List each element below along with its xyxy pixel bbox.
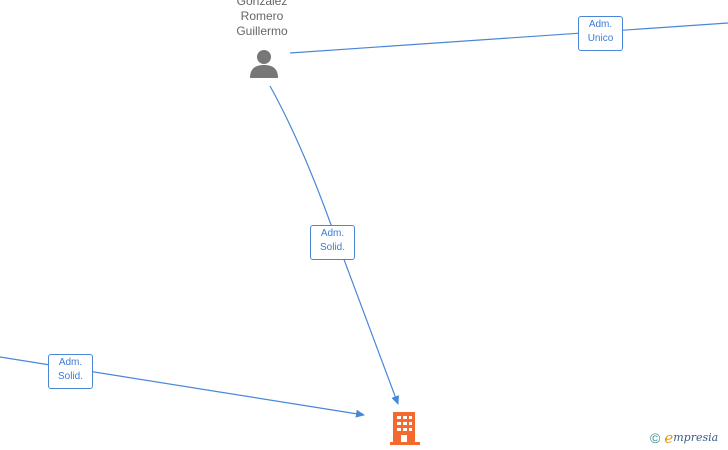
edge-label-line: Adm. [58, 357, 83, 368]
edge-label-line: Adm. [320, 228, 345, 239]
edge-label-line: Solid. [57, 371, 83, 382]
person-name-line-2[interactable]: Romero [240, 9, 284, 23]
edge-label-adm-unico[interactable]: Adm. Unico [578, 16, 623, 51]
person-name[interactable]: Gonzalez Romero Guillermo [212, 0, 312, 39]
edge-label-adm-solid-left[interactable]: Adm. Solid. [48, 354, 93, 389]
edge-line-adm-solid-person [269, 85, 399, 405]
edge-label-line: Adm. [588, 19, 613, 30]
edge-label-adm-solid-person[interactable]: Adm. Solid. [310, 225, 355, 260]
brand-logo: ©empresia [650, 429, 718, 447]
brand-logo-text: mpresia [673, 431, 719, 444]
edge-label-line: Solid. [319, 242, 345, 253]
copyright-icon: © [650, 430, 661, 446]
edge-line-adm-unico [289, 22, 728, 54]
person-icon[interactable] [248, 48, 280, 80]
brand-logo-initial: e [664, 429, 674, 447]
person-name-line-3[interactable]: Guillermo [236, 24, 288, 38]
building-icon[interactable] [389, 410, 421, 446]
edge-label-line: Unico [587, 33, 614, 44]
person-name-line-1[interactable]: Gonzalez [236, 0, 288, 8]
